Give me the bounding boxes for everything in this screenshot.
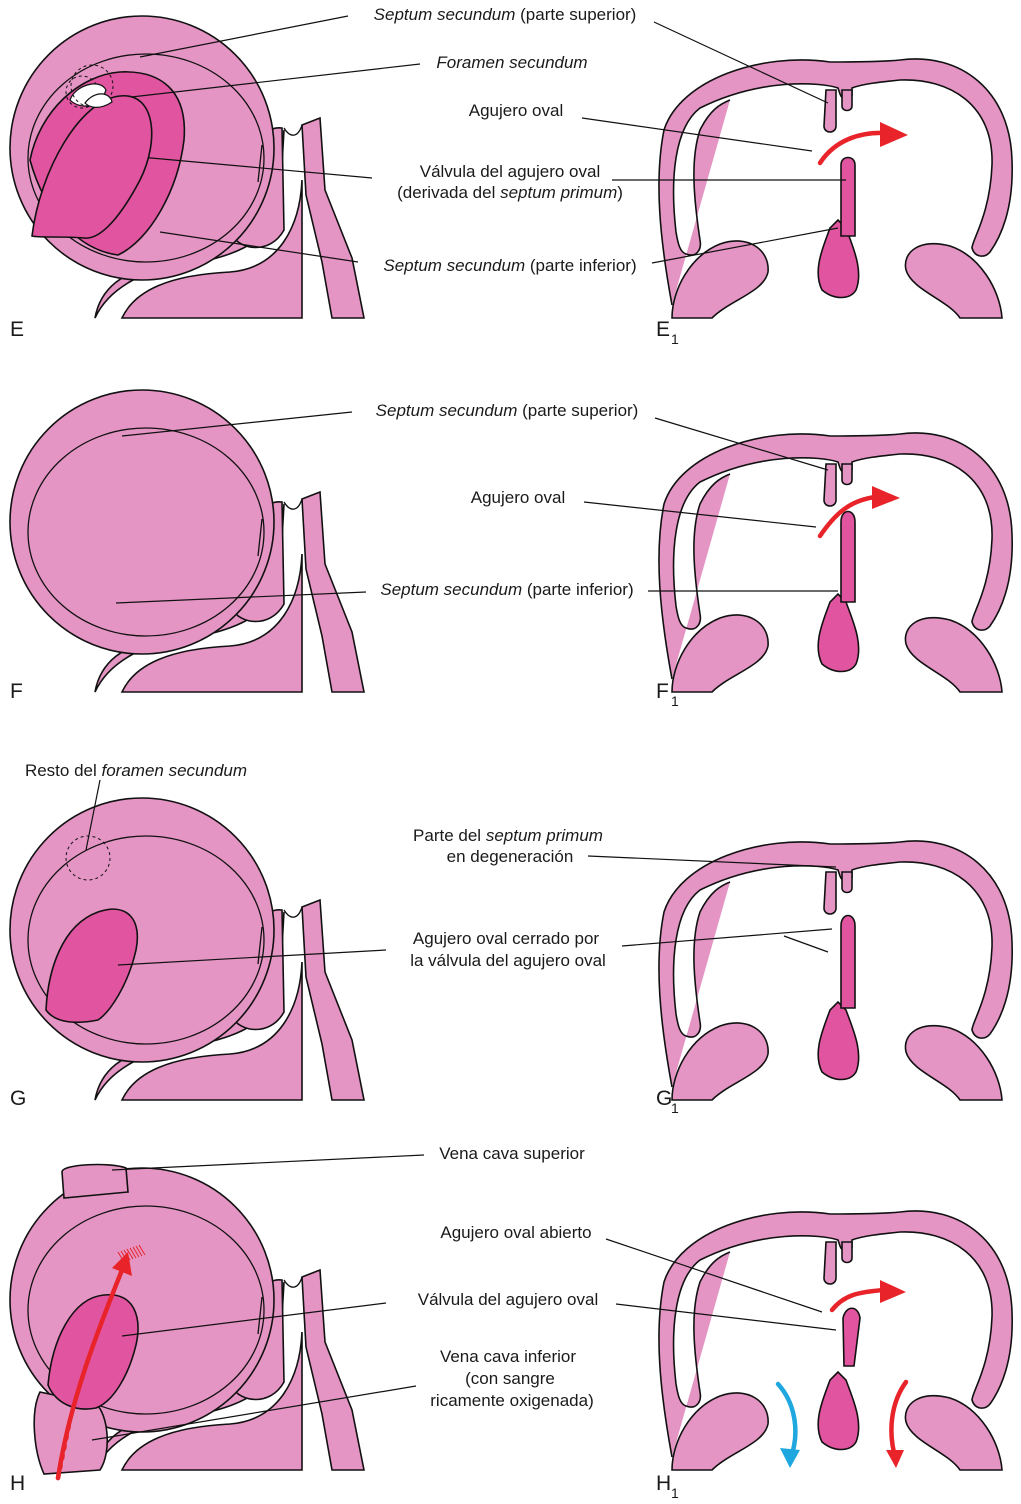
label-part: Válvula del agujero oval <box>420 162 601 181</box>
atrial-section-view <box>659 433 1012 692</box>
atrial-section-view <box>659 841 1012 1100</box>
septum-primum <box>841 158 855 237</box>
callout-label: Septum secundum (parte inferior) <box>380 580 633 599</box>
label-part: Agujero oval abierto <box>440 1223 591 1242</box>
leader-line <box>112 1155 424 1170</box>
leader-line <box>616 1304 836 1330</box>
panel-letter: H <box>10 1472 25 1495</box>
callout-label: Vena cava inferior <box>440 1347 576 1366</box>
label-part: Foramen secundum <box>436 53 587 72</box>
callout-label: Septum secundum (parte superior) <box>376 401 639 420</box>
label-part: (parte superior) <box>517 401 638 420</box>
shunt-flow-arrowhead <box>872 486 900 509</box>
leader-line <box>784 936 828 952</box>
left-atrium-flow-arrowhead <box>886 1450 904 1468</box>
label-part: septum primum <box>486 826 603 845</box>
left-atrium-flow-arrow <box>891 1382 906 1460</box>
section-panel-subscript: 1 <box>671 693 679 709</box>
panel-letter: E <box>10 318 24 341</box>
callout-label: (con sangre <box>465 1369 555 1388</box>
heart-exterior-view <box>10 798 364 1100</box>
label-part: en degeneración <box>447 847 574 866</box>
atrial-wall <box>659 841 1012 1100</box>
atrial-wall <box>659 1211 1012 1470</box>
callout-label: Resto del foramen secundum <box>25 761 247 780</box>
section-panel-subscript: 1 <box>671 1100 679 1116</box>
callout-label: la válvula del agujero oval <box>410 951 606 970</box>
section-panel-subscript: 1 <box>671 1485 679 1501</box>
label-part: ricamente oxigenada) <box>430 1391 593 1410</box>
section-panel-letter: H <box>656 1472 671 1495</box>
label-part: Vena cava superior <box>439 1144 585 1163</box>
label-part: Agujero oval <box>471 488 566 507</box>
label-part: Válvula del agujero oval <box>418 1290 599 1309</box>
label-part: Septum secundum <box>374 5 516 24</box>
septum-primum <box>841 916 855 1009</box>
atrial-section-view <box>659 59 1012 318</box>
section-panel-letter: G <box>656 1087 672 1110</box>
label-part: Agujero oval <box>469 101 564 120</box>
callout-label: Vena cava superior <box>439 1144 585 1163</box>
atrial-wall <box>659 433 1012 692</box>
label-part: la válvula del agujero oval <box>410 951 606 970</box>
right-atrium-flow-arrowhead <box>780 1448 800 1468</box>
callout-label: Válvula del agujero oval <box>418 1290 599 1309</box>
label-part: Parte del <box>413 826 486 845</box>
label-part: Septum secundum <box>376 401 518 420</box>
panel-e: Septum secundum (parte superior) Foramen … <box>10 5 1012 347</box>
callout-label: Agujero oval <box>471 488 566 507</box>
label-part: foramen secundum <box>102 761 248 780</box>
callout-label: Agujero oval cerrado por <box>413 929 600 948</box>
callout-label: Válvula del agujero oval <box>420 162 601 181</box>
label-part: Septum secundum <box>380 580 522 599</box>
label-part: ) <box>617 183 623 202</box>
callout-label: Agujero oval abierto <box>440 1223 591 1242</box>
panel-letter: F <box>10 680 23 703</box>
label-part: septum primum <box>500 183 617 202</box>
callout-label: Septum secundum (parte superior) <box>374 5 637 24</box>
atrium-outline <box>10 390 364 692</box>
section-panel-subscript: 1 <box>671 331 679 347</box>
panel-letter: G <box>10 1087 26 1110</box>
septum-primum <box>843 1308 860 1366</box>
atrial-wall <box>659 59 1012 318</box>
label-part: Resto del <box>25 761 102 780</box>
label-part: (parte inferior) <box>525 256 636 275</box>
callout-label: Septum secundum (parte inferior) <box>383 256 636 275</box>
septum-primum <box>841 512 855 603</box>
label-part: (parte superior) <box>515 5 636 24</box>
label-part: Vena cava inferior <box>440 1347 576 1366</box>
label-part: Agujero oval cerrado por <box>413 929 600 948</box>
callout-label: ricamente oxigenada) <box>430 1391 593 1410</box>
callout-label: (derivada del septum primum) <box>397 183 623 202</box>
shunt-flow-arrow <box>832 1290 884 1310</box>
callout-label: Agujero oval <box>469 101 564 120</box>
shunt-flow-arrowhead <box>880 1280 906 1303</box>
callout-label: en degeneración <box>447 847 574 866</box>
label-part: (con sangre <box>465 1369 555 1388</box>
callout-label: Parte del septum primum <box>413 826 603 845</box>
section-panel-letter: F <box>656 680 669 703</box>
label-part: (derivada del <box>397 183 500 202</box>
heart-exterior-view <box>10 1165 364 1478</box>
label-part: (parte inferior) <box>522 580 633 599</box>
shunt-flow-arrowhead <box>880 122 908 147</box>
section-panel-letter: E <box>656 318 670 341</box>
atrial-section-view <box>659 1211 1012 1470</box>
callout-label: Foramen secundum <box>436 53 587 72</box>
label-part: Septum secundum <box>383 256 525 275</box>
leader-line <box>622 929 832 946</box>
